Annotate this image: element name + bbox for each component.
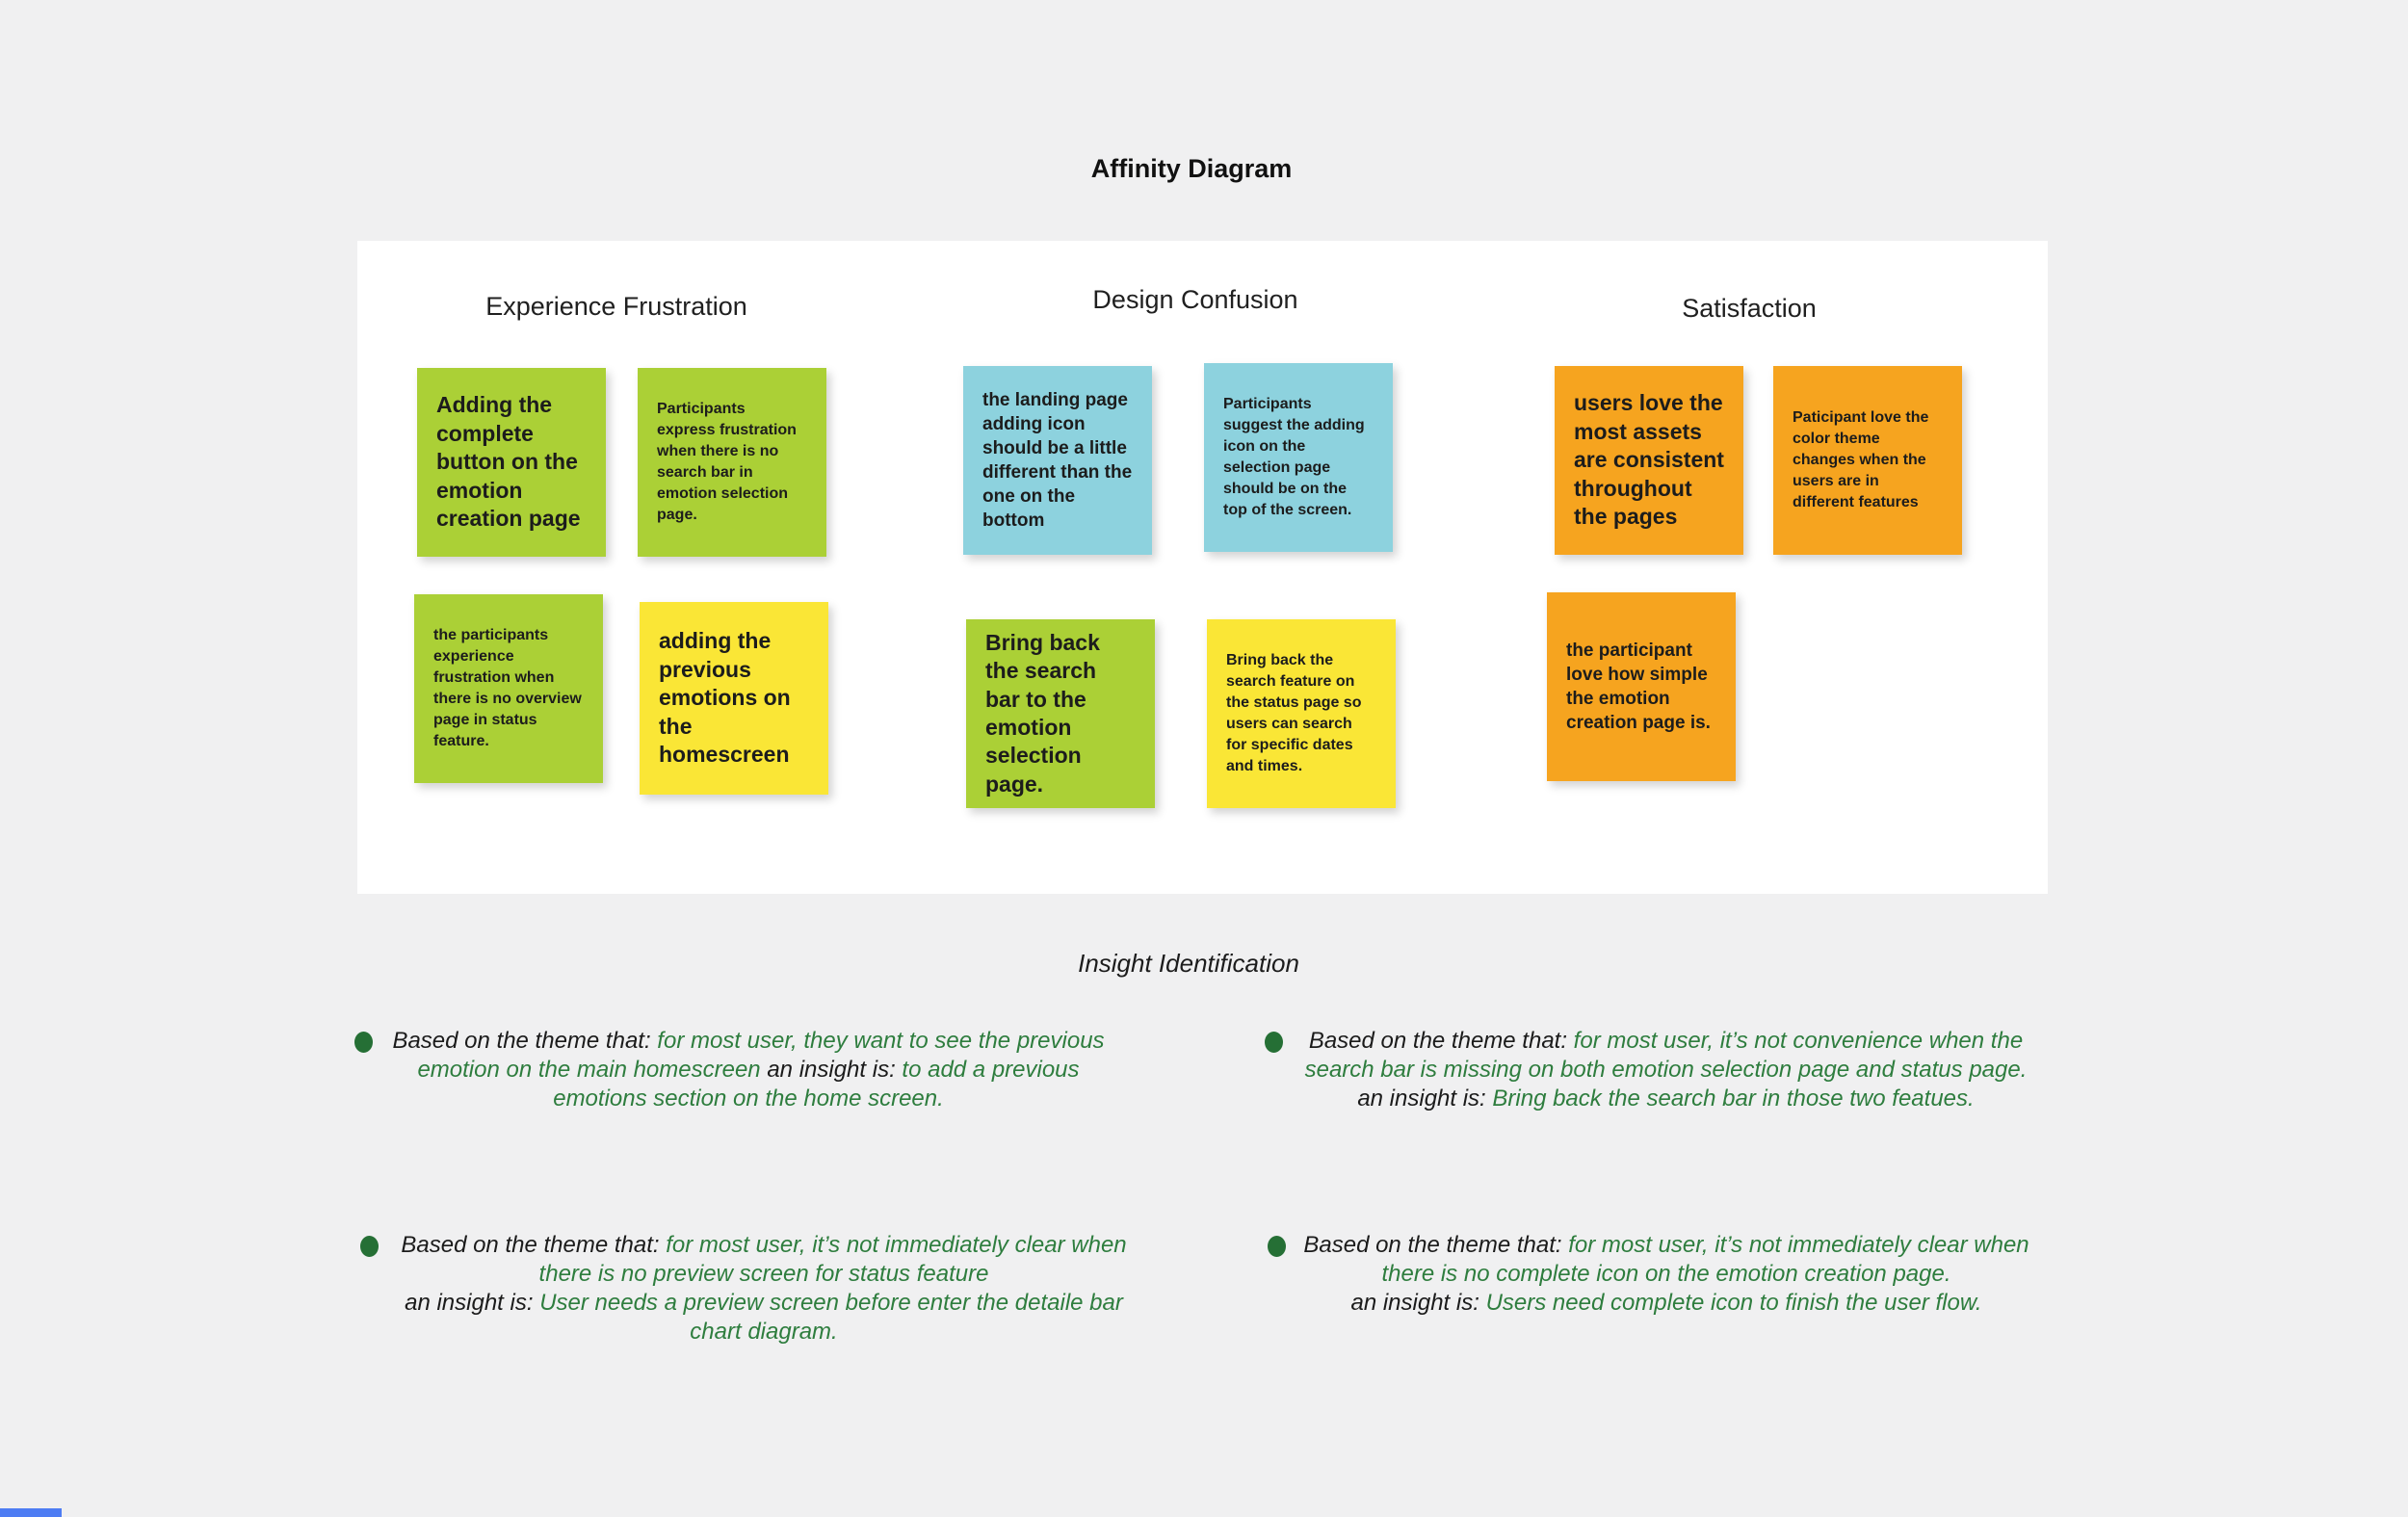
- sticky-note-previous-emotions-homescreen[interactable]: adding the previous emotions on the home…: [640, 602, 828, 795]
- insight-text: Users need complete icon to finish the u…: [1485, 1290, 1982, 1316]
- insight-text: to add a previous emotions section on th…: [553, 1057, 1080, 1112]
- note-text: the landing page adding icon should be a…: [982, 389, 1133, 532]
- note-text: users love the most assets are consisten…: [1574, 390, 1724, 530]
- sticky-note-simple-emotion-creation[interactable]: the participant love how simple the emot…: [1547, 592, 1736, 781]
- sticky-note-no-overview-page[interactable]: the participants experience frustration …: [414, 594, 603, 783]
- sticky-note-adding-icon-top-screen[interactable]: Participants suggest the adding icon on …: [1204, 363, 1393, 552]
- affinity-board: [357, 241, 2048, 894]
- scrollbar-fragment[interactable]: [0, 1508, 62, 1517]
- insight-theme-label: Based on the theme that:: [401, 1232, 660, 1258]
- insight-label: an insight is:: [1350, 1290, 1479, 1316]
- sticky-note-complete-button[interactable]: Adding the complete button on the emotio…: [417, 368, 606, 557]
- sticky-note-assets-consistent[interactable]: users love the most assets are consisten…: [1555, 366, 1743, 555]
- insight-item-previous-emotions: Based on the theme that: for most user, …: [354, 1027, 1110, 1113]
- insight-label: an insight is:: [405, 1290, 534, 1316]
- insight-theme-label: Based on the theme that:: [392, 1028, 651, 1054]
- insight-bullet-icon: [354, 1032, 373, 1053]
- insight-theme-text: for most user, it’s not immediately clea…: [538, 1232, 1127, 1287]
- note-text: the participant love how simple the emot…: [1566, 640, 1711, 734]
- page-title: Affinity Diagram: [1090, 154, 1293, 183]
- insight-label: an insight is:: [767, 1057, 896, 1083]
- sticky-note-color-theme-changes[interactable]: Paticipant love the color theme changes …: [1773, 366, 1962, 555]
- insight-bullet-icon: [360, 1236, 379, 1257]
- note-text: Participants suggest the adding icon on …: [1223, 395, 1365, 519]
- note-text: Bring back the search feature on the sta…: [1226, 651, 1362, 775]
- insight-theme-label: Based on the theme that:: [1308, 1028, 1567, 1054]
- insight-bullet-icon: [1265, 1032, 1283, 1053]
- insight-theme-text: for most user, it’s not immediately clea…: [1381, 1232, 2029, 1287]
- insight-label: an insight is:: [1357, 1085, 1486, 1112]
- insight-item-search-bar: Based on the theme that: for most user, …: [1265, 1027, 2034, 1113]
- insight-item-preview-screen: Based on the theme that: for most user, …: [360, 1231, 1135, 1347]
- note-text: the participants experience frustration …: [433, 626, 582, 750]
- note-text: Bring back the search bar to the emotion…: [985, 629, 1100, 797]
- note-text: Paticipant love the color theme changes …: [1793, 408, 1929, 511]
- column-header-satisfaction: Satisfaction: [1682, 294, 1817, 323]
- insight-theme-label: Based on the theme that:: [1303, 1232, 1562, 1258]
- insight-text: Bring back the search bar in those two f…: [1492, 1085, 1975, 1112]
- insights-section-title: Insight Identification: [1078, 949, 1299, 978]
- sticky-note-landing-page-adding-icon[interactable]: the landing page adding icon should be a…: [963, 366, 1152, 555]
- sticky-note-bring-back-search-bar[interactable]: Bring back the search bar to the emotion…: [966, 619, 1155, 808]
- note-text: Adding the complete button on the emotio…: [436, 392, 581, 532]
- note-text: adding the previous emotions on the home…: [659, 628, 791, 768]
- insight-theme-text: for most user, it’s not convenience when…: [1304, 1028, 2028, 1083]
- insight-theme-text: for most user, they want to see the prev…: [417, 1028, 1105, 1083]
- sticky-note-search-feature-status-page[interactable]: Bring back the search feature on the sta…: [1207, 619, 1396, 808]
- column-header-experience-frustration: Experience Frustration: [485, 292, 747, 321]
- insight-text: User needs a preview screen before enter…: [539, 1290, 1123, 1345]
- sticky-note-no-search-bar-frustration[interactable]: Participants express frustration when th…: [638, 368, 826, 557]
- note-text: Participants express frustration when th…: [657, 400, 797, 524]
- column-header-design-confusion: Design Confusion: [1092, 285, 1298, 314]
- insight-item-complete-icon: Based on the theme that: for most user, …: [1268, 1231, 2032, 1318]
- insight-bullet-icon: [1268, 1236, 1286, 1257]
